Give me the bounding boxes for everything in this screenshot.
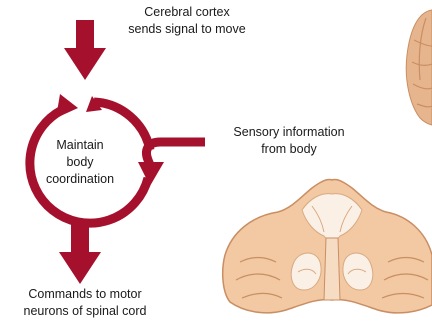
cerebellum-illustration [223, 179, 432, 312]
center-line-2: body [28, 154, 132, 171]
curved-input-arrow-icon [138, 142, 205, 186]
cortex-signal-label: Cerebral cortex sends signal to move [101, 4, 273, 38]
motor-output-label: Commands to motor neurons of spinal cord [0, 286, 170, 320]
sensory-input-label: Sensory information from body [205, 124, 373, 158]
cerebrum-illustration [406, 10, 432, 125]
motor-output-line-2: neurons of spinal cord [0, 303, 170, 320]
center-label: Maintain body coordination [28, 137, 132, 188]
sensory-input-line-1: Sensory information [205, 124, 373, 141]
center-line-3: coordination [28, 171, 132, 188]
sensory-input-line-2: from body [205, 141, 373, 158]
center-line-1: Maintain [28, 137, 132, 154]
cortex-signal-line-1: Cerebral cortex [101, 4, 273, 21]
cortex-signal-line-2: sends signal to move [101, 21, 273, 38]
motor-output-line-1: Commands to motor [0, 286, 170, 303]
down-arrow-icon [64, 20, 106, 80]
down-arrow-icon [59, 224, 101, 284]
